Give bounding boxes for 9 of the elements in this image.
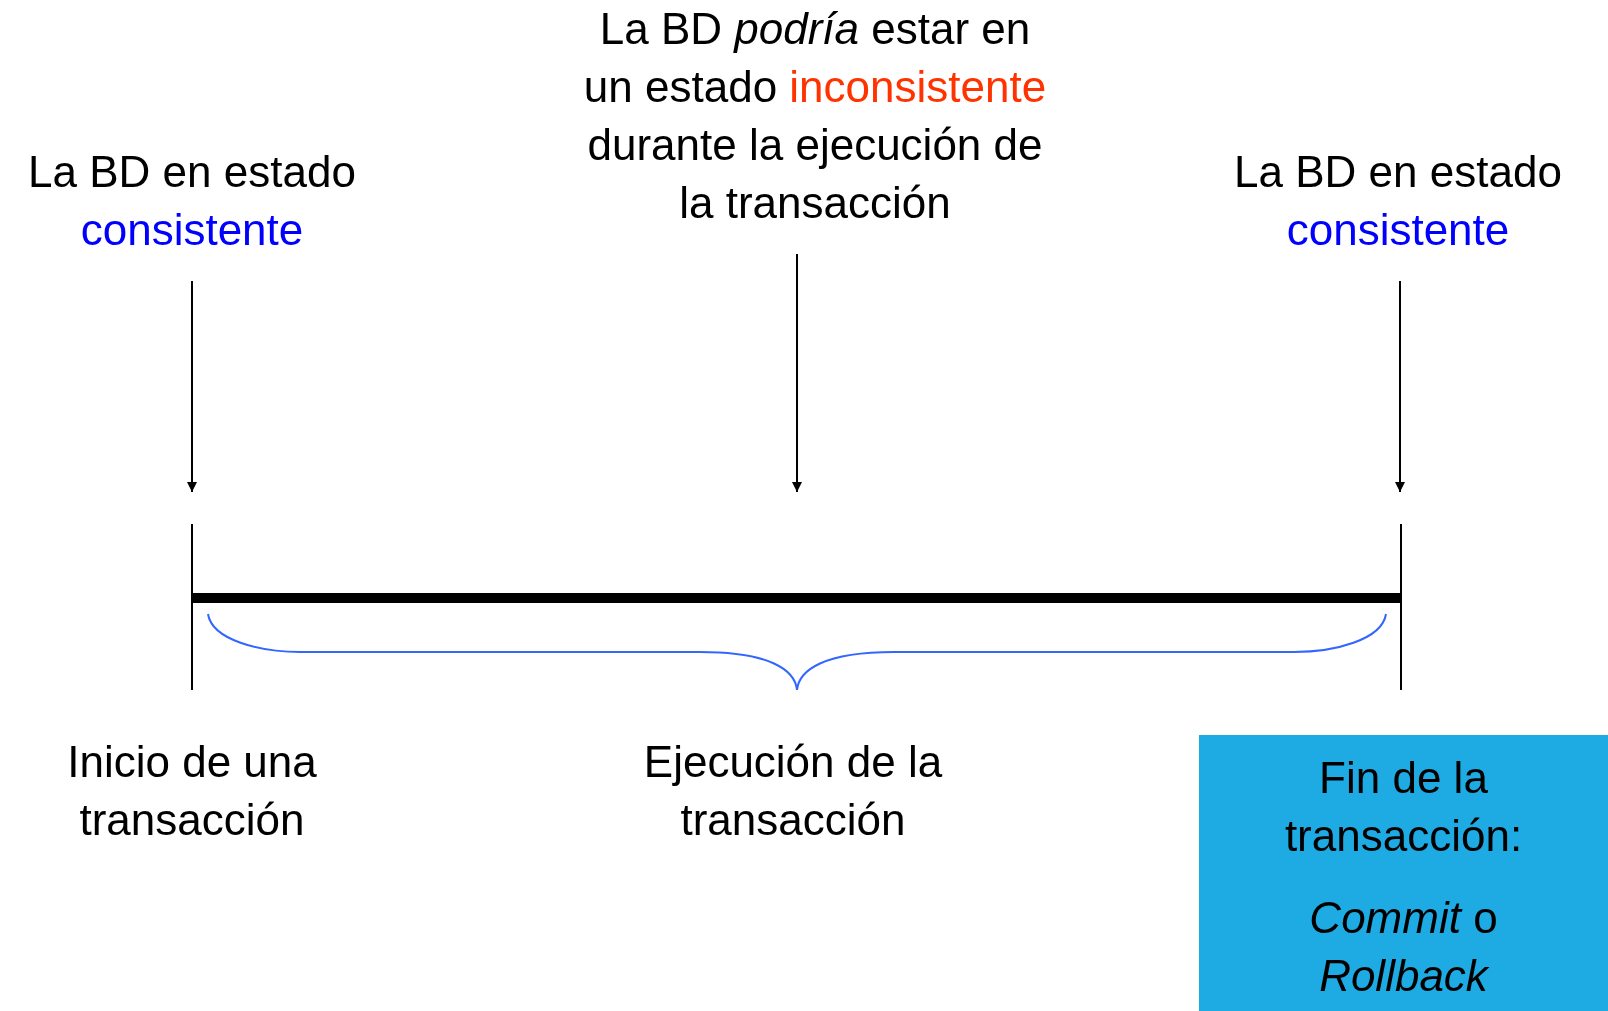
arrow bbox=[1395, 280, 1405, 493]
end-box: Fin de la transacción: Commit o Rollback bbox=[1199, 735, 1608, 1011]
arrow bbox=[187, 280, 197, 493]
arrow bbox=[792, 253, 802, 493]
state-note: La BD podría estar en un estado inconsistente durante la ejecución de la transacción bbox=[580, 0, 1050, 232]
phase-label: Inicio de una transacción bbox=[66, 736, 318, 846]
state-note: La BD en estado consistente bbox=[2, 143, 382, 259]
state-note: La BD en estado consistente bbox=[1208, 143, 1588, 259]
phase-label: Ejecución de la transacción bbox=[642, 736, 944, 846]
